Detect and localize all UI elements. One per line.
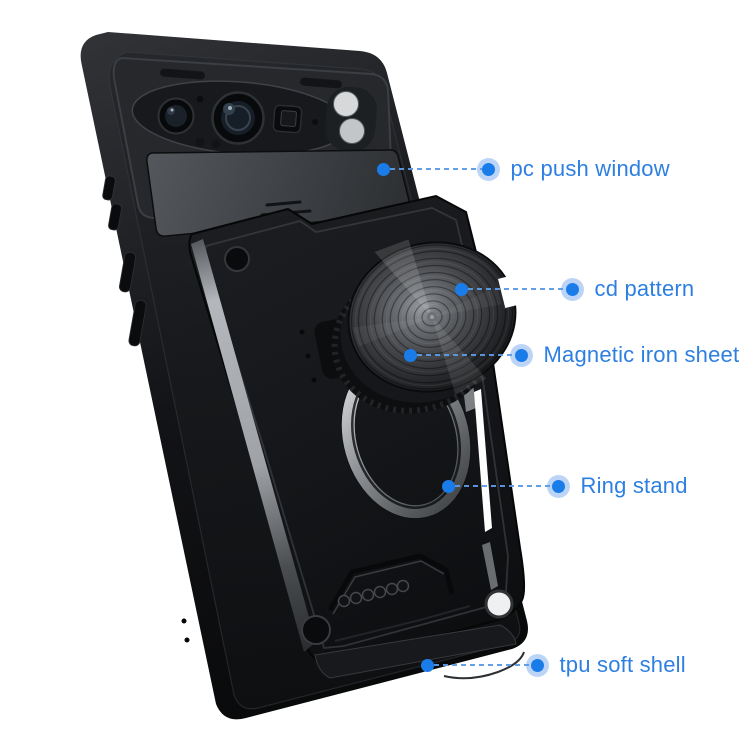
grip-line [265, 200, 302, 207]
dotted-leader-line [416, 354, 515, 356]
dotted-leader-line [454, 485, 552, 487]
flash-lens [333, 91, 359, 117]
callout-magnetic-iron-sheet: Magnetic iron sheet [403, 342, 740, 367]
plate-dot-pattern [337, 579, 410, 608]
dotted-leader-line [433, 664, 531, 666]
bottom-bumper [314, 624, 517, 679]
dotted-leader-line [467, 288, 566, 290]
screw-hole [224, 246, 250, 272]
periscope-sensor [272, 104, 303, 134]
side-buttons [102, 175, 147, 347]
plate-cutout [484, 589, 514, 619]
anchor-dot [420, 658, 434, 672]
marker-dot [565, 282, 579, 296]
edge-port-hole [184, 637, 190, 643]
bevel-stripe [191, 239, 316, 652]
slider-rail [300, 77, 342, 89]
anchor-dot [403, 348, 417, 362]
anchor-dot [376, 162, 390, 176]
marker-dot [514, 348, 528, 362]
callout-ring-stand: Ring stand [441, 473, 688, 498]
callout-label: Magnetic iron sheet [543, 342, 740, 367]
marker-dot [530, 658, 544, 672]
marker-dot [551, 479, 565, 493]
dotted-leader-line [389, 168, 482, 170]
camera-lens-wide [157, 97, 195, 135]
edge-gap [474, 389, 492, 532]
metal-accent [482, 542, 498, 590]
callout-label: tpu soft shell [559, 652, 686, 677]
callout-label: pc push window [510, 156, 670, 181]
callout-cd-pattern: cd pattern [454, 276, 695, 301]
callout-label: Ring stand [580, 473, 688, 498]
callout-tpu-soft-shell: tpu soft shell [420, 652, 686, 677]
marker-dot [481, 162, 495, 176]
anchor-dot [441, 479, 455, 493]
cd-pattern-disc [347, 239, 522, 395]
edge-port-hole [181, 618, 187, 624]
callout-label: cd pattern [594, 276, 695, 301]
screw-hole [301, 615, 331, 645]
slider-rail [160, 68, 205, 80]
callout-pc-push-window: pc push window [376, 156, 670, 181]
sensor-window [339, 118, 365, 144]
camera-lens-main [211, 91, 265, 145]
anchor-dot [454, 282, 468, 296]
